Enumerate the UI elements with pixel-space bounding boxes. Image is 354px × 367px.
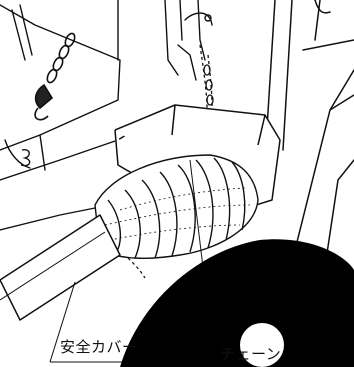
bellows-texture (104, 187, 251, 241)
circle-arrow-watermark (120, 239, 354, 367)
safety-cover-label: 安全カバー (60, 338, 138, 356)
leader-safety-cover (49, 281, 76, 363)
chain-label: チェーン (220, 345, 282, 363)
safety-cover-bellows (94, 154, 259, 259)
housing-marking-3 (20, 148, 31, 167)
chain-links-upper (203, 64, 214, 106)
upper-mount (164, 0, 213, 81)
left-hanging-chain (34, 32, 76, 121)
lower-chain (127, 257, 146, 279)
drive-shaft (0, 214, 121, 321)
